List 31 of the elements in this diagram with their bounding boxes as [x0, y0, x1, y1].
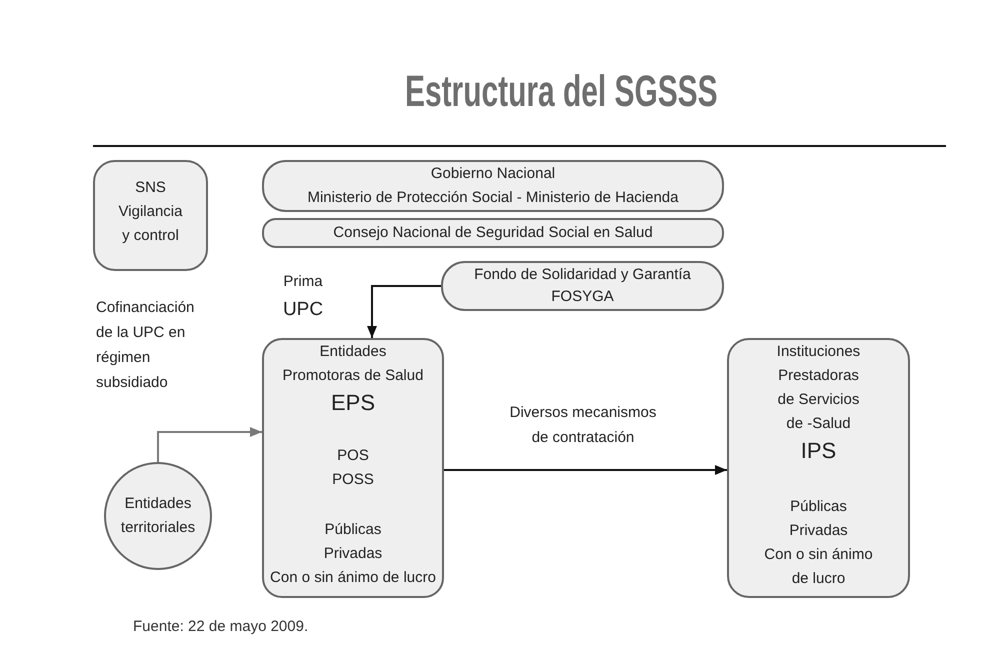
rounded-box — [262, 160, 724, 212]
box-label: SNS Vigilancia y control — [118, 178, 184, 246]
arrow — [367, 285, 441, 338]
box-label: Entidades Promotoras de Salud — [282, 342, 424, 386]
rounded-box — [262, 218, 724, 248]
box-label: Instituciones Prestadoras de Servicios de -Salud — [776, 342, 862, 434]
rounded-box — [441, 261, 724, 311]
source-note: Fuente: 22 de mayo 2009. — [133, 617, 308, 637]
box-label: Gobierno Nacional — [430, 164, 556, 184]
list-item: Públicas — [324, 520, 382, 540]
box-label: Entidades territoriales — [120, 494, 196, 538]
list-item: POS — [337, 446, 369, 466]
rounded-box — [262, 338, 444, 598]
list-item: Privadas — [324, 544, 382, 564]
list-item: Con o sin ánimo de lucro — [270, 568, 436, 588]
side-note: Cofinanciación de la UPC en régimen subsidiado — [96, 298, 196, 393]
box-label: Ministerio de Protección Social - Ministerio de Hacienda — [307, 188, 678, 208]
rounded-box — [93, 160, 208, 271]
arrow — [157, 427, 262, 462]
box-label: Fondo de Solidaridad y Garantía — [474, 265, 691, 285]
rounded-box — [727, 338, 910, 598]
box-label: FOSYGA — [551, 287, 614, 307]
list-item: POSS — [332, 470, 374, 490]
acronym-label: IPS — [800, 437, 836, 465]
list-item: Públicas — [790, 497, 847, 517]
acronym-label: EPS — [330, 389, 376, 417]
box-label: Consejo Nacional de Seguridad Social en Salud — [333, 223, 653, 243]
list-item: Con o sin ánimo de lucro — [763, 545, 874, 589]
list-item: Privadas — [789, 521, 848, 541]
diagram-title: Estructura del SGSSS — [405, 68, 718, 116]
arrow — [444, 465, 727, 475]
